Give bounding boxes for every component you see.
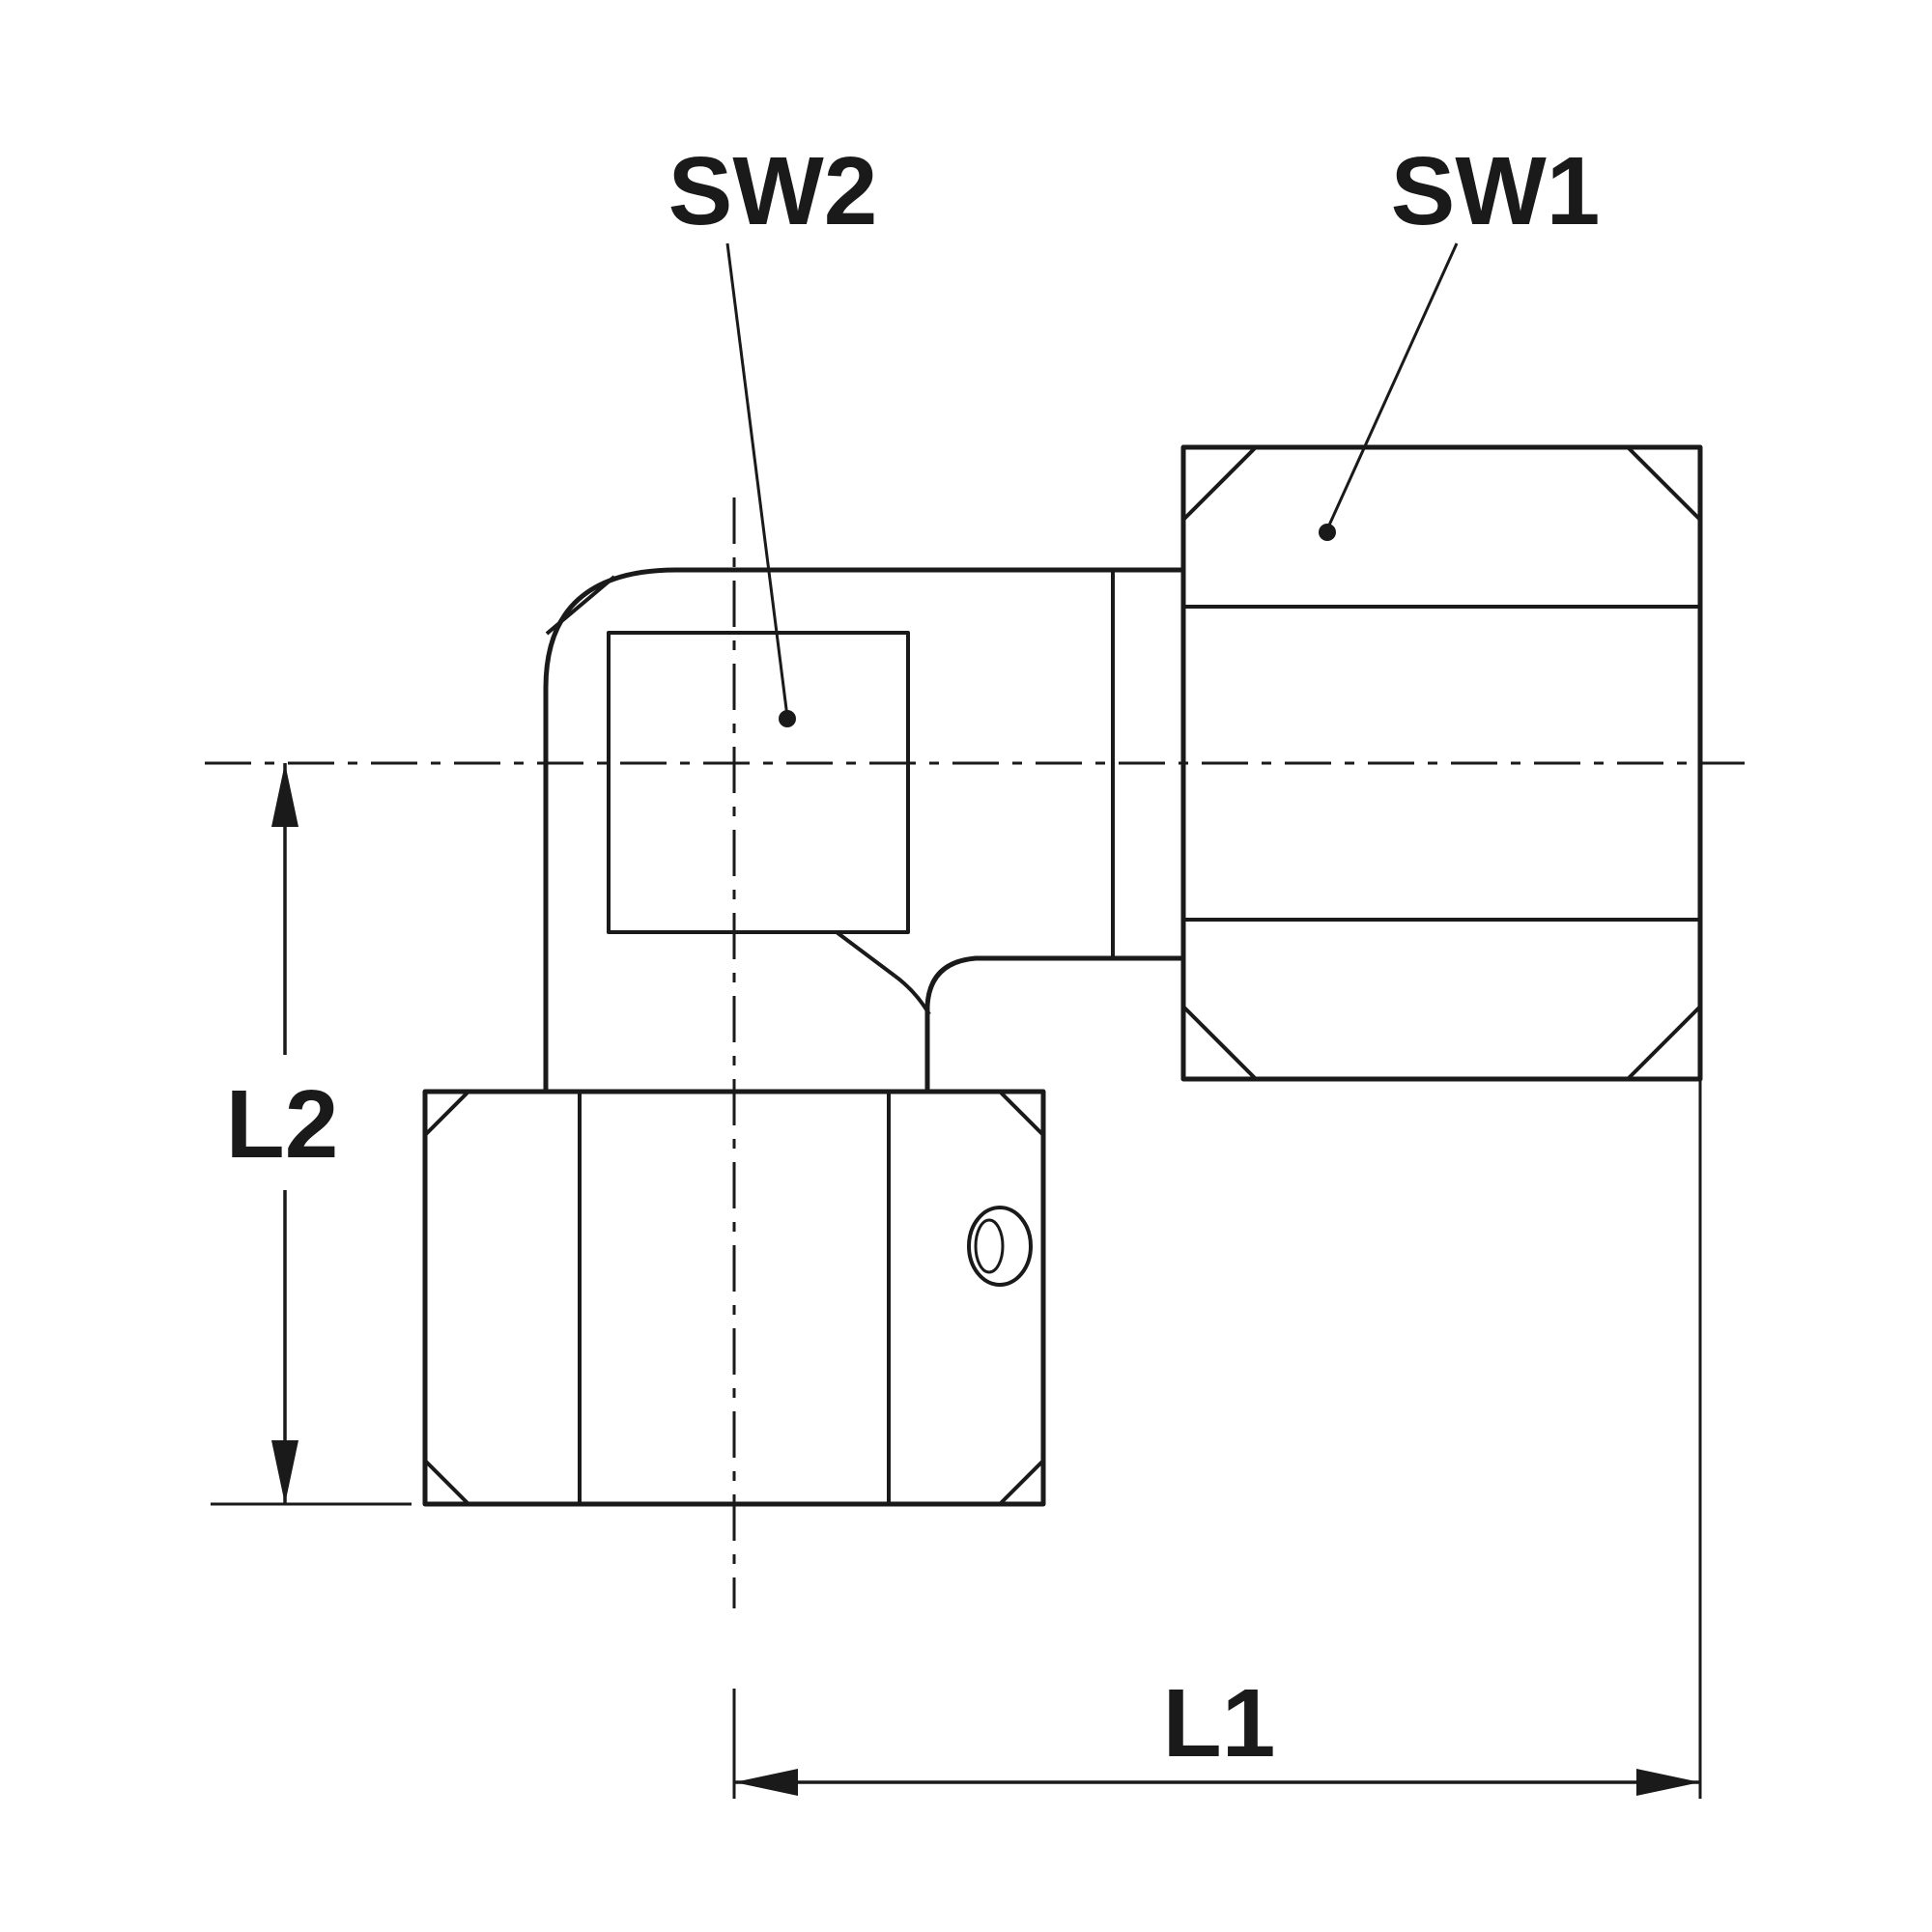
callout-sw2: SW2: [668, 137, 878, 727]
dimension-l2: L2: [211, 763, 412, 1506]
sw2-hex-face: [607, 631, 910, 934]
nut-chamfer-bottom-left: [423, 1459, 470, 1506]
l1-label: L1: [1163, 1669, 1276, 1777]
elbow-outer-contour: [543, 567, 1183, 1092]
l1-arrow-left: [734, 1769, 798, 1796]
sw1-leader-dot: [1319, 524, 1336, 541]
sw1-hex-outline: [1180, 444, 1703, 1082]
lockwire-hole-inner: [974, 1218, 1005, 1274]
bottom-hex-nut: [422, 1089, 1046, 1507]
elbow-corner-chamfer-line: [545, 575, 616, 636]
elbow-lower-contour: [924, 955, 1183, 1092]
sw1-leader-line: [1325, 242, 1459, 530]
lockwire-hole: [967, 1206, 1033, 1287]
sw2-label: SW2: [668, 137, 878, 245]
l2-arrow-top: [271, 763, 298, 827]
callout-sw1: SW1: [1319, 137, 1600, 541]
nut-chamfer-top-right: [998, 1090, 1045, 1137]
dimension-l1: L1: [732, 773, 1702, 1799]
nut-outline: [422, 1089, 1046, 1507]
sw1-chamfer-bottom-right: [1626, 1005, 1702, 1081]
sw2-chamfer-diagonal: [835, 930, 896, 978]
l1-arrow-right: [1636, 1769, 1700, 1796]
sw1-chamfer-top-right: [1626, 445, 1702, 522]
l2-arrow-bottom: [271, 1440, 298, 1504]
elbow-body: [543, 567, 1183, 1092]
sw1-hex-body: [1180, 444, 1703, 1082]
sw2-leader-dot: [779, 710, 796, 727]
sw1-label: SW1: [1391, 137, 1601, 245]
sw2-leader-line: [725, 242, 789, 718]
l2-label-background: [211, 1055, 355, 1190]
nut-chamfer-bottom-right: [998, 1459, 1045, 1506]
sw1-chamfer-bottom-left: [1181, 1005, 1258, 1081]
nut-chamfer-top-left: [423, 1090, 470, 1137]
sw2-chamfer-fillet: [893, 974, 931, 1016]
l2-label: L2: [226, 1070, 339, 1179]
sw1-chamfer-top-left: [1181, 445, 1258, 522]
